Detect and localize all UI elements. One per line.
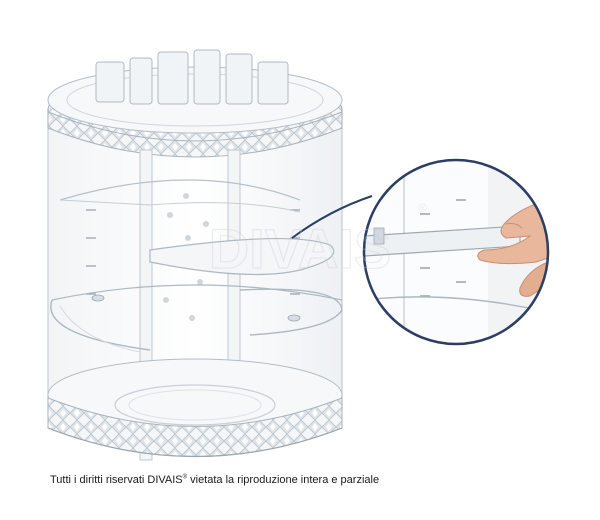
registered-mark: ® xyxy=(182,474,188,481)
hand-image xyxy=(477,199,548,297)
magnifier-callout xyxy=(362,158,550,346)
caption-suffix: vietata la riproduzione intera e parzial… xyxy=(187,474,380,486)
svg-text:®: ® xyxy=(418,201,427,215)
copyright-caption: Tutti i diritti riservati DIVAIS® vietat… xyxy=(50,474,379,486)
caption-prefix: Tutti i diritti riservati DIVAIS xyxy=(50,474,183,486)
callout-connector xyxy=(291,195,373,239)
rotating-organizer-image xyxy=(47,49,343,461)
watermark: DIVAIS ® xyxy=(208,201,427,281)
svg-text:DIVAIS: DIVAIS xyxy=(209,217,392,280)
